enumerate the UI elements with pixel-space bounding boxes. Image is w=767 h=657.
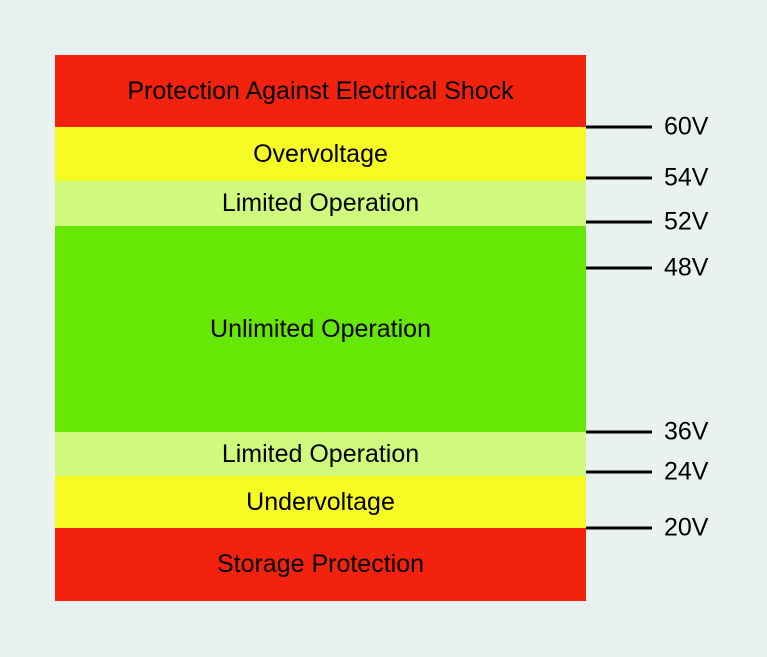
tick-line xyxy=(586,176,652,180)
band-label: Limited Operation xyxy=(221,439,420,468)
tick-label: 60V xyxy=(664,112,709,141)
tick-label: 24V xyxy=(664,457,709,486)
band-label: Overvoltage xyxy=(253,139,388,168)
tick-line xyxy=(586,470,652,474)
tick-60v: 60V xyxy=(586,113,708,142)
tick-label: 20V xyxy=(664,513,709,542)
tick-48v: 48V xyxy=(586,254,708,283)
tick-52v: 52V xyxy=(586,208,708,237)
tick-line xyxy=(586,430,652,434)
tick-24v: 24V xyxy=(586,458,708,487)
tick-label: 48V xyxy=(664,253,709,282)
voltage-band: Undervoltage xyxy=(55,476,586,528)
band-label: Protection Against Electrical Shock xyxy=(127,76,514,105)
voltage-band: Protection Against Electrical Shock xyxy=(55,55,586,127)
tick-label: 52V xyxy=(664,207,709,236)
tick-line xyxy=(586,526,652,530)
band-label: Limited Operation xyxy=(221,189,420,217)
voltage-band: Unlimited Operation xyxy=(55,226,586,432)
tick-line xyxy=(586,125,652,129)
voltage-band: Overvoltage xyxy=(55,127,586,181)
tick-20v: 20V xyxy=(586,514,708,543)
tick-label: 36V xyxy=(664,417,709,446)
tick-label: 54V xyxy=(664,163,709,192)
voltage-band: Limited Operation xyxy=(55,432,586,476)
tick-line xyxy=(586,220,652,224)
voltage-band: Limited Operation xyxy=(55,181,586,226)
band-label: Unlimited Operation xyxy=(210,314,431,343)
voltage-band: Storage Protection xyxy=(55,528,586,601)
tick-54v: 54V xyxy=(586,164,708,193)
band-label: Undervoltage xyxy=(246,487,395,516)
tick-line xyxy=(586,266,652,270)
band-label: Storage Protection xyxy=(216,550,425,578)
tick-36v: 36V xyxy=(586,418,708,447)
